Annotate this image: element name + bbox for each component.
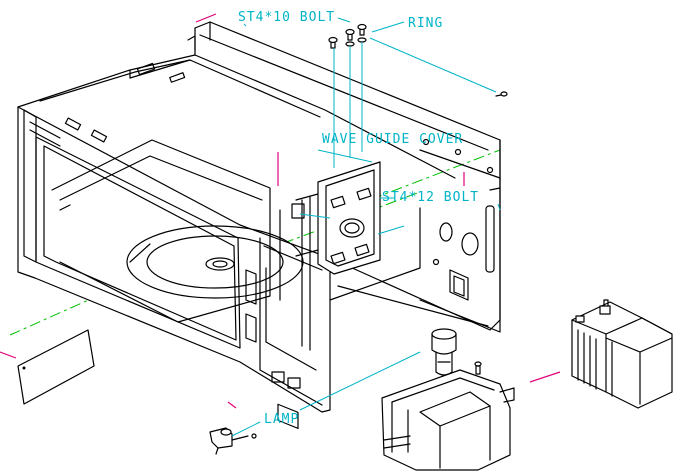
bolt-1 bbox=[328, 36, 338, 49]
magnetron bbox=[571, 299, 673, 409]
label-st4-12-bolt: ST4*12 BOLT bbox=[382, 190, 480, 205]
bolt-3 bbox=[357, 23, 367, 43]
marker-top bbox=[195, 13, 217, 23]
bolt-2 bbox=[345, 28, 355, 47]
rear-screw bbox=[495, 91, 508, 97]
label-ring: RING bbox=[408, 16, 444, 31]
cover-plate bbox=[17, 329, 95, 405]
cavity-cabinet bbox=[17, 21, 501, 430]
back-panel bbox=[419, 138, 501, 333]
marker-left bbox=[0, 351, 17, 359]
center-markers bbox=[0, 13, 561, 409]
marker-right bbox=[529, 371, 561, 383]
top-bolts bbox=[328, 23, 508, 97]
fan-motor bbox=[431, 328, 482, 376]
label-lamp: LAMP bbox=[264, 412, 300, 427]
marker-lamp bbox=[227, 401, 237, 409]
waveguide-assembly bbox=[291, 161, 381, 275]
fan-duct bbox=[381, 369, 515, 471]
label-wave-guide-cover: WAVE GUIDE COVER bbox=[322, 132, 464, 147]
lamp-part bbox=[209, 427, 257, 455]
leader-lines bbox=[231, 17, 501, 437]
label-st4-10-bolt: ST4*10 BOLT bbox=[238, 10, 336, 25]
